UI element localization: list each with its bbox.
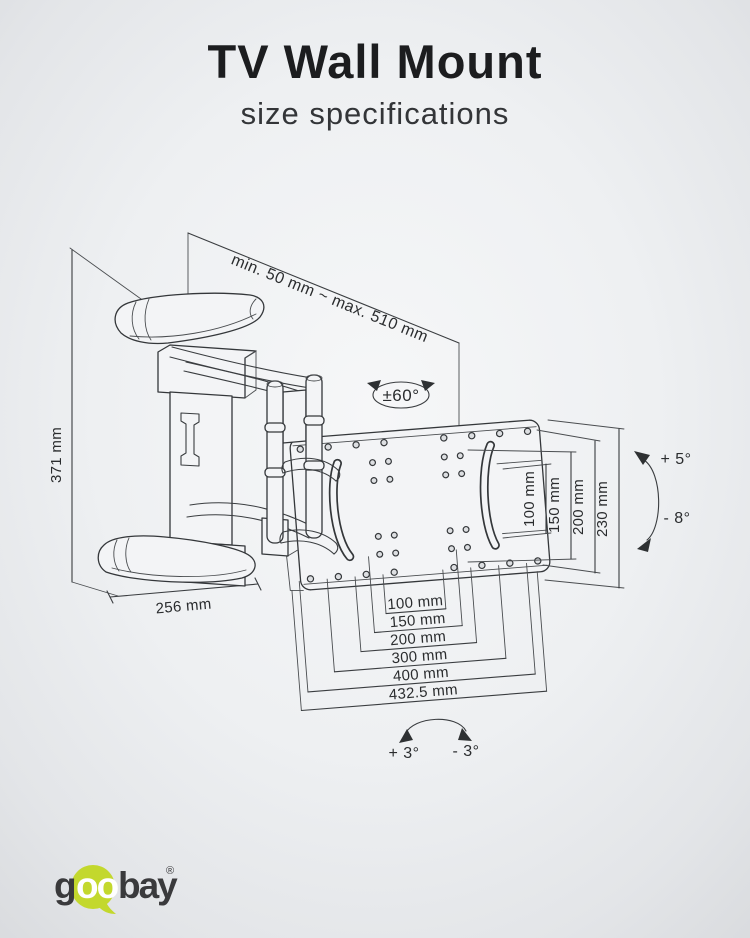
hinge-pins <box>264 374 325 544</box>
level-arrow-left-icon <box>399 729 413 743</box>
swivel-indicator: ±60° <box>367 380 435 409</box>
logo-registered-icon: ® <box>166 865 174 877</box>
level-plus-label: + 3° <box>388 745 419 762</box>
vesa-plate <box>286 419 551 591</box>
dim-bracket-width-label: 256 mm <box>155 596 212 618</box>
plate-slot-left <box>328 458 355 562</box>
tilt-arrow-up-icon <box>634 451 650 465</box>
dim-h200-label: 200 mm <box>390 628 447 649</box>
level-indicator: + 3° - 3° <box>388 718 479 762</box>
logo-goo-oo: oo <box>76 865 119 906</box>
brand-logo: g oo bay ® <box>54 865 180 914</box>
plate-holes <box>296 427 542 583</box>
dim-h4325-label: 432.5 mm <box>388 681 458 703</box>
tilt-down-label: - 8° <box>663 510 690 527</box>
page-subtitle: size specifications <box>240 96 510 131</box>
dim-h100-label: 100 mm <box>387 592 444 613</box>
page-title: TV Wall Mount <box>207 35 543 88</box>
swivel-label: ±60° <box>382 386 419 405</box>
level-minus-label: - 3° <box>452 743 479 760</box>
bottom-cover <box>97 535 256 583</box>
articulating-arm-upper <box>169 346 313 402</box>
top-cover <box>114 292 265 345</box>
dim-h150-label: 150 mm <box>389 610 446 631</box>
dim-h400-label: 400 mm <box>392 664 449 685</box>
dim-bracket-height: 371 mm <box>48 247 149 597</box>
plate-hooks <box>279 457 341 555</box>
swivel-arrow-right-icon <box>421 380 435 391</box>
dim-v150-label: 150 mm <box>546 477 563 533</box>
dim-v230-label: 230 mm <box>594 481 611 537</box>
plate-slot-right <box>479 440 500 550</box>
logo-goo-g: g <box>54 865 75 906</box>
dim-v200-label: 200 mm <box>570 479 587 535</box>
dim-bracket-height-label: 371 mm <box>48 427 65 483</box>
tilt-indicator: + 5° - 8° <box>634 451 691 552</box>
dim-bracket-width: 256 mm <box>106 577 262 618</box>
swivel-arrow-left-icon <box>367 380 381 391</box>
logo-bay: bay <box>118 865 178 906</box>
dim-vesa-vertical: 100 mm 150 mm 200 mm 230 mm <box>467 419 625 589</box>
level-arrow-right-icon <box>458 728 472 741</box>
dim-v100-label: 100 mm <box>521 471 538 527</box>
tilt-arrow-down-icon <box>637 538 651 552</box>
tilt-up-label: + 5° <box>660 451 691 468</box>
dim-h300-label: 300 mm <box>391 646 448 667</box>
logo-bubble-icon <box>71 865 116 914</box>
dim-vesa-horizontal: 100 mm 150 mm 200 mm 300 mm 400 mm 432.5… <box>291 549 548 712</box>
